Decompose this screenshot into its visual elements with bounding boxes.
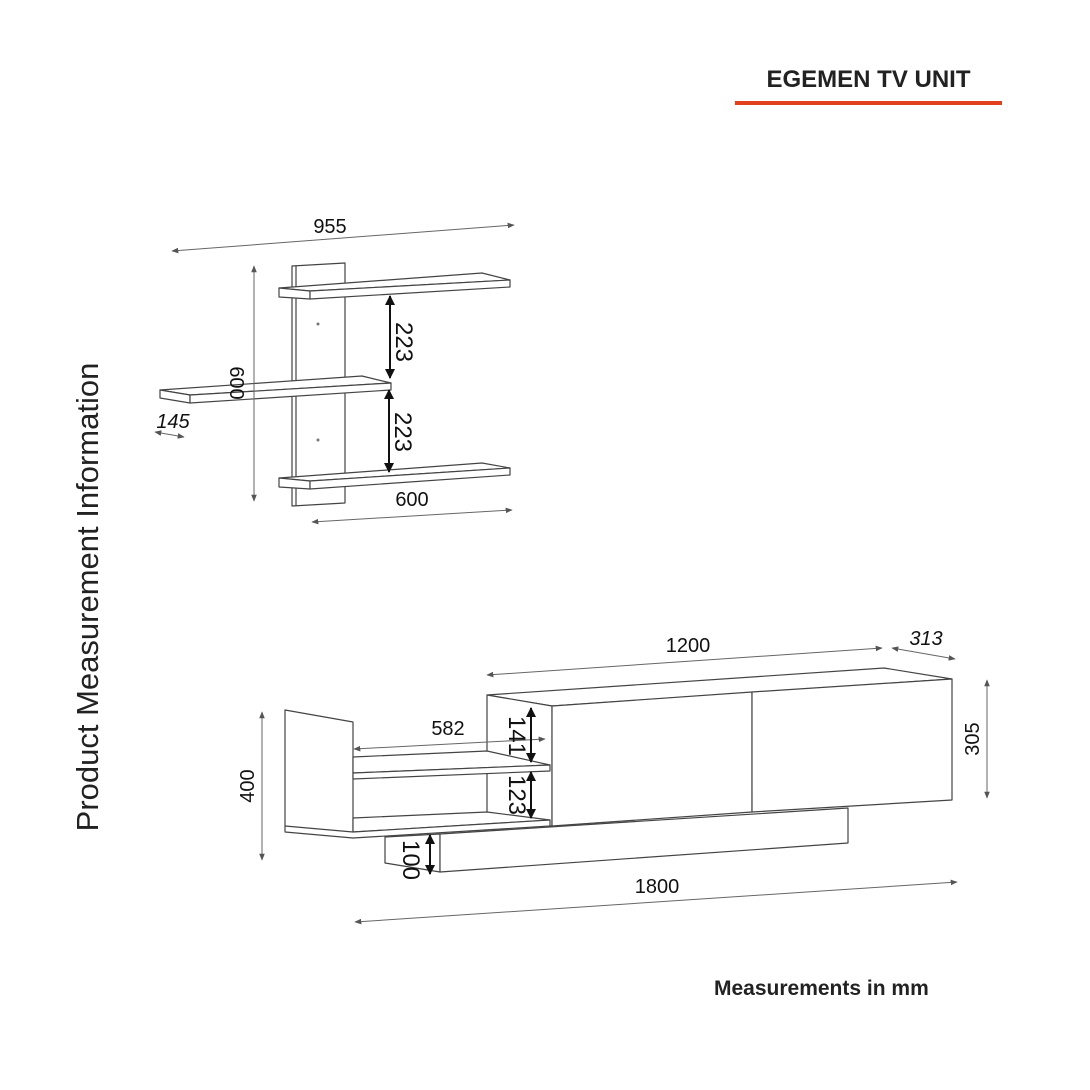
dim-plinth-height: 100 — [397, 840, 424, 880]
dimension-line — [486, 645, 883, 678]
wall-shelf-top — [278, 272, 511, 300]
wall-shelf-middle — [159, 375, 392, 404]
dimension-line — [354, 879, 958, 925]
dim-wall-total-width: 955 — [313, 216, 346, 238]
cabinet-door-right — [751, 678, 953, 813]
dim-wall-upper-spacing: 223 — [390, 322, 417, 362]
dim-wall-shelf-width: 600 — [395, 489, 428, 511]
dimension-line — [171, 222, 515, 254]
dimension-line — [311, 507, 513, 525]
dim-upper-compartment: 141 — [503, 716, 530, 756]
dim-wall-lower-spacing: 223 — [389, 412, 416, 452]
dim-wall-height: 600 — [225, 366, 247, 399]
wall-shelf-bottom — [278, 462, 511, 490]
dimension-line — [353, 736, 546, 752]
wall-shelf-drawing: 955 600 223 223 145 600 — [154, 216, 515, 525]
dim-total-width: 1800 — [635, 876, 680, 898]
dim-side-height: 400 — [237, 769, 259, 802]
dim-cabinet-width: 1200 — [666, 635, 711, 657]
cabinet-door-left — [551, 691, 753, 827]
dim-cabinet-height: 305 — [962, 722, 984, 755]
dimension-line — [154, 430, 185, 439]
mount-hole — [316, 438, 320, 442]
title-underline — [735, 101, 1002, 105]
tv-unit-side-panel — [284, 709, 354, 839]
dim-lower-compartment: 123 — [503, 775, 530, 815]
dim-tv-depth: 313 — [909, 628, 942, 650]
mount-hole — [316, 322, 320, 326]
dimension-line — [891, 646, 956, 661]
dim-wall-depth: 145 — [156, 411, 190, 433]
product-title: EGEMEN TV UNIT — [766, 66, 971, 93]
units-note: Measurements in mm — [714, 977, 929, 1000]
tv-unit-drawing: 1200 313 305 400 582 141 123 100 1800 — [237, 628, 990, 925]
dim-open-shelf-width: 582 — [431, 718, 464, 740]
